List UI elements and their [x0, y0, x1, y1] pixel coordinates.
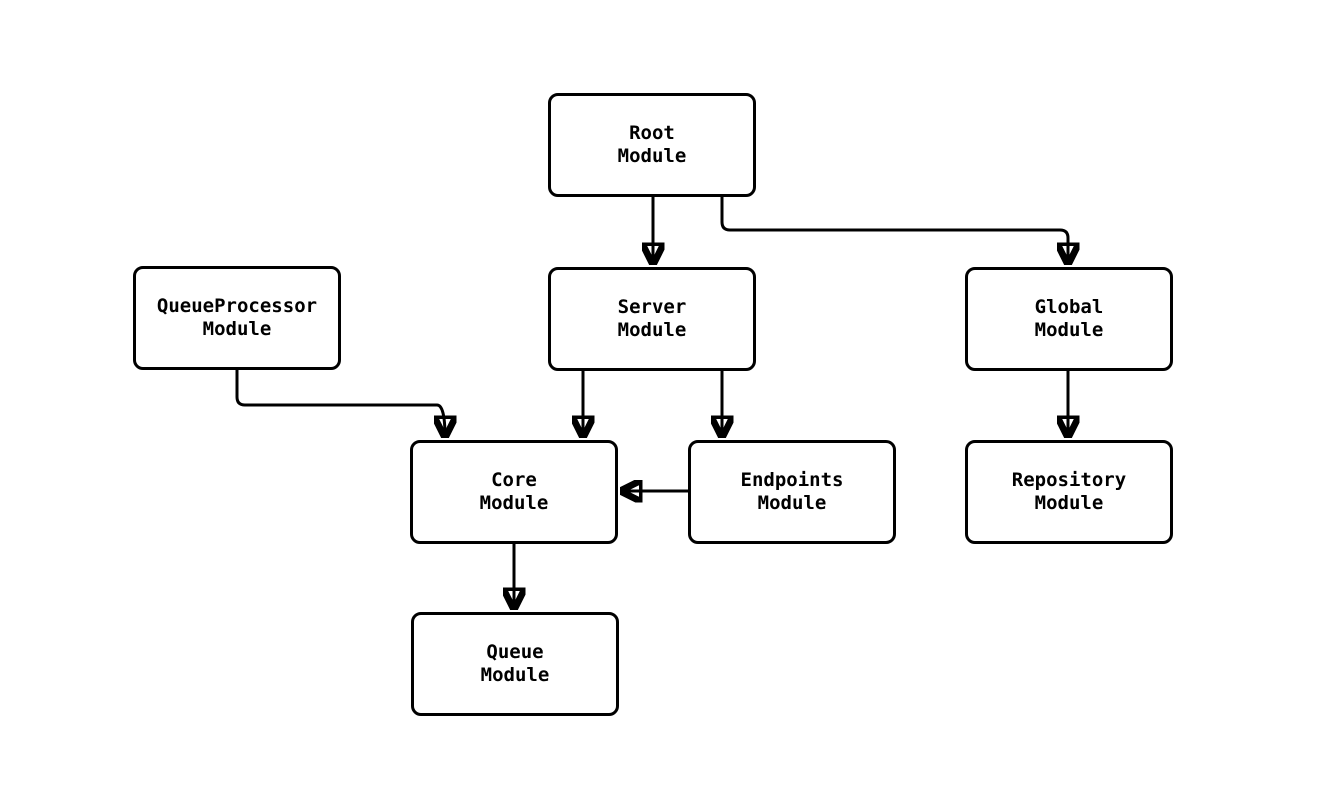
node-label-line2: Module	[1034, 492, 1104, 514]
node-server-module: Server Module	[548, 267, 756, 371]
node-label-line2: Module	[617, 145, 687, 167]
node-root-module: Root Module	[548, 93, 756, 197]
node-label-line1: Core	[491, 469, 537, 491]
node-label-line1: QueueProcessor	[156, 295, 318, 317]
node-label-line2: Module	[202, 318, 272, 340]
node-label-line2: Module	[617, 319, 687, 341]
node-label-line1: Server	[617, 296, 687, 318]
edge-root-to-global	[720, 197, 1068, 264]
node-label-line1: Repository	[1011, 469, 1127, 491]
node-repository-module: Repository Module	[965, 440, 1173, 544]
node-label-line2: Module	[757, 492, 827, 514]
node-label-line1: Endpoints	[740, 469, 844, 491]
node-core-module: Core Module	[410, 440, 618, 544]
node-queue-processor-module: QueueProcessor Module	[133, 266, 341, 370]
node-label-line2: Module	[480, 664, 550, 686]
node-label-line2: Module	[1034, 319, 1104, 341]
edge-queueprocessor-to-core	[235, 370, 445, 437]
node-label-line2: Module	[479, 492, 549, 514]
node-label-line1: Root	[629, 122, 675, 144]
node-label-line1: Queue	[486, 641, 544, 663]
node-label-line1: Global	[1034, 296, 1104, 318]
node-endpoints-module: Endpoints Module	[688, 440, 896, 544]
node-global-module: Global Module	[965, 267, 1173, 371]
node-queue-module: Queue Module	[411, 612, 619, 716]
